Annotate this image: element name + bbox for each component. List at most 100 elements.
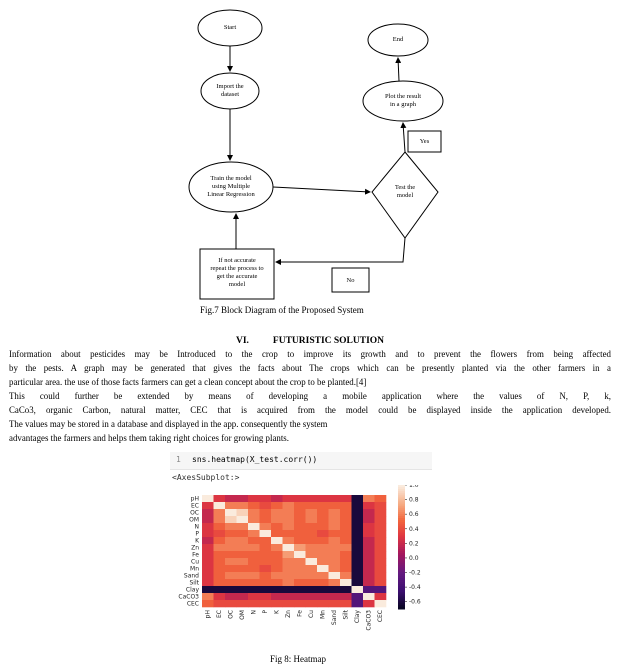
colorbar-tick-label: 0.6 bbox=[409, 511, 419, 518]
heatmap-cell bbox=[202, 593, 214, 601]
heatmap-cell bbox=[202, 523, 214, 531]
heatmap-cell bbox=[282, 544, 295, 552]
heatmap-y-label: Mn bbox=[190, 566, 199, 573]
colorbar-tick-label: 0.2 bbox=[409, 540, 419, 547]
colorbar-segment bbox=[398, 544, 405, 548]
heatmap-cell bbox=[282, 586, 295, 594]
yes-box bbox=[407, 130, 442, 153]
colorbar-segment bbox=[398, 532, 405, 536]
heatmap-cell bbox=[225, 523, 237, 531]
code-cell: 1 sns.heatmap(X_test.corr()) bbox=[170, 452, 432, 470]
end-node bbox=[367, 23, 429, 57]
heatmap-cell bbox=[236, 530, 249, 538]
heatmap-cell bbox=[317, 502, 329, 510]
heatmap-cell bbox=[282, 600, 295, 608]
colorbar-segment bbox=[398, 516, 405, 519]
heatmap-y-label: CEC bbox=[187, 601, 199, 608]
heatmap-cell bbox=[282, 537, 295, 545]
heatmap-cell bbox=[363, 565, 375, 573]
heatmap-cell bbox=[202, 537, 214, 545]
heatmap-cell bbox=[317, 572, 329, 580]
heatmap-cell bbox=[248, 551, 260, 559]
heatmap-cell bbox=[225, 558, 237, 566]
heatmap-x-label: EC bbox=[216, 610, 223, 618]
heatmap-cell bbox=[294, 572, 306, 580]
colorbar-segment bbox=[398, 495, 405, 498]
heatmap-cell bbox=[294, 579, 306, 587]
heatmap-cell bbox=[340, 558, 352, 566]
heatmap-cell bbox=[305, 544, 318, 552]
heatmap-cell bbox=[271, 530, 283, 538]
plot-node bbox=[362, 80, 444, 122]
heatmap-cell bbox=[374, 495, 387, 503]
heatmap-cell bbox=[317, 530, 329, 538]
heatmap-cell bbox=[225, 509, 237, 517]
heatmap-y-label: P bbox=[195, 531, 199, 538]
heatmap-cell bbox=[363, 537, 375, 545]
heatmap-cell bbox=[202, 495, 214, 503]
heatmap-cell bbox=[294, 537, 306, 545]
heatmap-cell bbox=[363, 572, 375, 580]
colorbar-segment bbox=[398, 575, 405, 579]
arrow-test-retry bbox=[275, 237, 406, 265]
section-title: FUTURISTIC SOLUTION bbox=[272, 336, 385, 346]
heatmap-cell bbox=[282, 502, 295, 510]
heatmap-cell bbox=[317, 516, 329, 524]
heatmap-cell bbox=[225, 572, 237, 580]
heatmap-cell bbox=[282, 523, 295, 531]
colorbar-segment bbox=[398, 563, 405, 567]
heatmap-cell bbox=[328, 544, 341, 552]
heatmap-cell bbox=[259, 558, 272, 566]
colorbar-segment bbox=[398, 553, 405, 556]
heatmap-cell bbox=[317, 523, 329, 531]
colorbar-segment bbox=[398, 578, 405, 581]
heatmap-cell bbox=[351, 523, 364, 531]
heatmap-cell bbox=[271, 579, 283, 587]
heatmap-cell bbox=[213, 565, 226, 573]
heatmap-cell bbox=[317, 600, 329, 608]
heatmap-cell bbox=[213, 530, 226, 538]
heatmap-cell bbox=[202, 502, 214, 510]
colorbar-segment bbox=[398, 551, 405, 554]
heatmap-cell bbox=[271, 509, 283, 517]
heatmap-cell bbox=[248, 572, 260, 580]
heatmap-cell bbox=[213, 537, 226, 545]
heatmap-cell bbox=[374, 586, 387, 594]
colorbar-segment bbox=[398, 499, 405, 503]
heatmap-cell bbox=[225, 530, 237, 538]
body-line: The values may be stored in a database a… bbox=[9, 419, 328, 429]
heatmap-cell bbox=[340, 586, 352, 594]
heatmap-cell bbox=[236, 516, 249, 524]
heatmap-cell bbox=[305, 537, 318, 545]
heatmap-cell bbox=[271, 586, 283, 594]
heatmap-cell bbox=[374, 509, 387, 517]
heatmap-cell bbox=[213, 495, 226, 503]
colorbar-tick-label: 0.8 bbox=[409, 497, 419, 504]
heatmap-cell bbox=[340, 530, 352, 538]
heatmap-cell bbox=[248, 565, 260, 573]
heatmap-cell bbox=[271, 593, 283, 601]
heatmap-y-label: Silt bbox=[190, 580, 200, 587]
heatmap-cell bbox=[305, 523, 318, 531]
heatmap-cell bbox=[374, 502, 387, 510]
heatmap-cell bbox=[202, 516, 214, 524]
arrow-plot-end bbox=[395, 57, 402, 82]
heatmap-cell bbox=[351, 579, 364, 587]
colorbar-segment bbox=[398, 509, 405, 513]
heatmap-cell bbox=[363, 551, 375, 559]
heatmap-cell bbox=[271, 600, 283, 608]
colorbar-segment bbox=[398, 573, 405, 577]
colorbar-tick-label: 1.0 bbox=[409, 485, 419, 489]
heatmap-cell bbox=[259, 523, 272, 531]
heatmap-cell bbox=[294, 551, 306, 559]
heatmap-cell bbox=[282, 565, 295, 573]
colorbar-segment bbox=[398, 580, 405, 583]
heatmap-cell bbox=[305, 516, 318, 524]
heatmap-cell bbox=[236, 558, 249, 566]
colorbar-segment bbox=[398, 596, 405, 600]
heatmap-y-label: CaCO3 bbox=[178, 594, 199, 601]
heatmap-cell bbox=[317, 558, 329, 566]
heatmap-cell bbox=[363, 509, 375, 517]
colorbar-segment bbox=[398, 571, 405, 575]
